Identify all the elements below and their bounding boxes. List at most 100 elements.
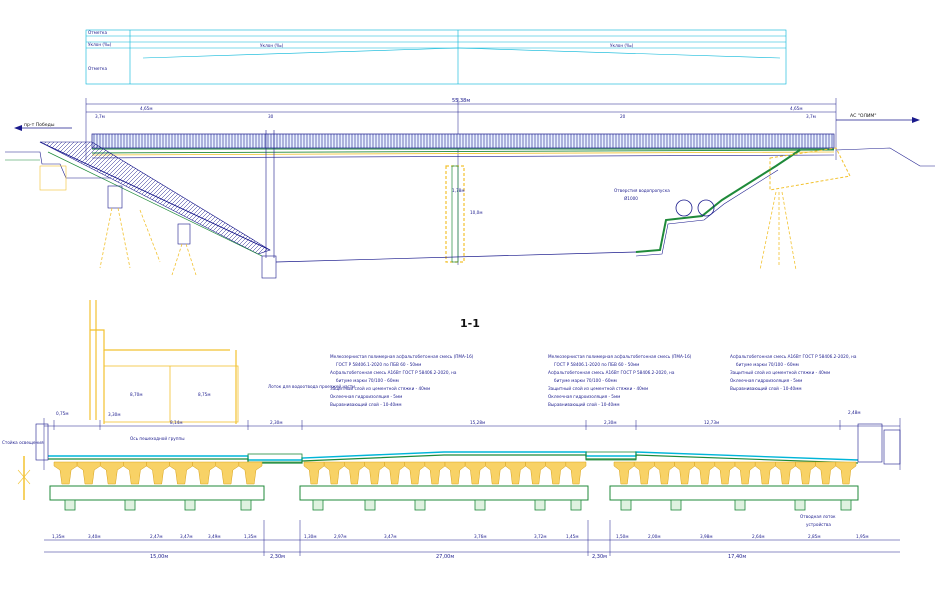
girder [344,461,365,485]
spec-line: Защитный слой из цементной стяжки - 40мм [330,386,430,391]
top-dim: 12,73м [704,420,719,425]
girder [525,461,546,485]
girder [815,461,837,485]
note-lighting: Стойка освещения [2,440,44,445]
spec-block-1: Мелкозернистая полимерная асфальтобетонн… [330,354,474,407]
bearing [620,499,632,511]
spec-line: Асфальтобетонная смесь А16Вт ГОСТ Р 5840… [548,370,675,375]
spec-line: Выравнивающий слой - 10-40мм [730,386,802,391]
spec-line: ГОСТ Р 58406.1-2020 по ПБВ 60 - 50мм [554,362,639,367]
girder [505,461,526,485]
right-abutment [759,147,935,271]
girder [775,461,796,485]
right-dim: 4,65м [790,106,802,111]
spec-line: Оклеечная гидроизоляция - 5мм [730,378,802,383]
bottom-dim: 2,47м [150,534,162,539]
bottom-dim: 3,72м [534,534,546,539]
girders [53,461,857,485]
girder [192,461,217,485]
top-dim: 0,75м [56,411,68,416]
girder [694,461,716,485]
girder [384,461,405,485]
bearing [734,499,746,511]
girder [714,461,736,485]
girder [123,461,147,485]
deck-bottom [91,154,835,159]
light-pole [265,130,275,258]
girder [53,461,78,485]
total-dim: 17,40м [728,554,746,560]
ground-line [275,251,637,263]
bearing [670,499,682,511]
bottom-dims-mid: 1,30м 2,97м 3,47м 3,76м 3,72м 1,45м [304,534,578,539]
box-dim-right: 8,75м [198,392,210,397]
girder [99,461,124,485]
girder [754,461,776,485]
spec-line: Защитный слой из цементной стяжки - 40мм [730,370,830,375]
bridge-railing [91,133,835,149]
bearings [64,499,852,511]
bearing [840,499,852,511]
total-dim: 15,00м [150,554,168,560]
bottom-dim: 2,64м [752,534,764,539]
pedestrian-gallery-frame [89,300,239,424]
drain-note-2: устройства [806,522,831,527]
bottom-dim: 3,40м [88,534,100,539]
bottom-dim: 1,30м [304,534,316,539]
bottom-dim: 3,47м [384,534,396,539]
culvert-size: Ø1000 [624,196,638,201]
top-dim: 15,28м [470,420,485,425]
right-barrier [857,423,901,465]
girder [76,461,101,485]
spec-line: Оклеечная гидроизоляция - 5мм [330,394,402,399]
bearing [240,499,252,511]
bottom-dim: 3,76м [474,534,486,539]
drain-note: Отводная лоток [800,514,836,519]
pier-caps [49,485,859,501]
spec-line: Асфальтобетонная смесь А16Вт ГОСТ Р 5840… [330,370,457,375]
table-row-label: Отметка [88,30,107,35]
spec-line: Мелкозернистая полимерная асфальтобетонн… [548,354,692,359]
girder [238,461,263,485]
girder [485,461,506,485]
note-pedestrian-axis: Ось пешеходной группы [130,436,185,441]
girder [444,461,466,485]
girder [633,461,655,485]
right-embankment [635,149,801,257]
bearing [124,499,136,511]
girder [654,461,675,485]
bottom-dim: 2,85м [808,534,820,539]
spec-line: Выравнивающий слой - 10-40мм [330,402,402,407]
spec-line: Асфальтобетонная смесь А16Вт ГОСТ Р 5840… [730,354,857,359]
spec-line: Оклеечная гидроизоляция - 5мм [548,394,620,399]
girder [565,461,587,485]
spec-line: Выравнивающий слой - 10-40мм [548,402,620,407]
top-dim: 8,14м [170,420,182,425]
pier-dim: 1,78м [452,188,464,193]
left-end-dim: 3,7м [95,114,105,119]
elevation-view: Отметка Уклон (‰) Отметка Уклон (‰) Укло… [5,29,935,279]
span-right-dim: 20 [620,114,626,119]
bottom-dim: 1,95м [856,534,868,539]
girder [424,461,446,485]
bottom-dim: 1,45м [566,534,578,539]
spec-line: битуме марки 70/100 - 60мм [554,378,617,383]
top-dim: 3,30м [108,412,120,417]
top-dim: 2,30м [270,420,282,425]
bearing [364,499,376,511]
bottom-dim: 1,50м [616,534,628,539]
left-dim: 4,65м [140,106,152,111]
slope-label-right: Уклон (‰) [610,43,634,48]
right-end-dim: 3,7м [806,114,816,119]
bearing [312,499,324,511]
totals: 15,00м 2,30м 27,00м 2,30м 17,40м [150,554,746,560]
girder [613,461,635,485]
girder [404,461,426,485]
girder [835,461,857,485]
girder [464,461,486,485]
left-abutment [5,151,277,279]
bearing [534,499,546,511]
table-mark-label: Отметка [88,66,107,71]
spec-block-3: Асфальтобетонная смесь А16Вт ГОСТ Р 5840… [730,354,857,391]
bearing [414,499,426,511]
